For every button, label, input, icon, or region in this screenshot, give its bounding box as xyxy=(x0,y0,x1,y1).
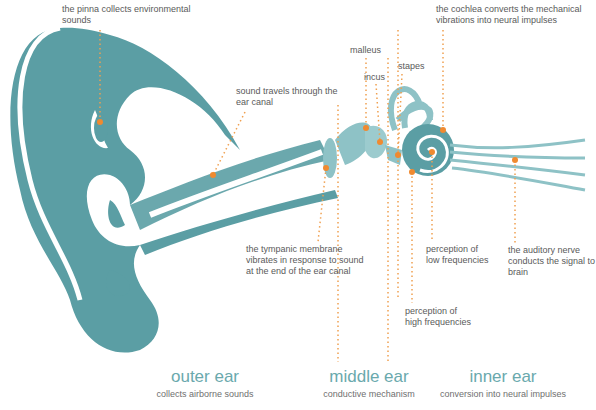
section-title: middle ear xyxy=(299,367,439,387)
ear-canal xyxy=(130,140,330,230)
incus-bone xyxy=(365,126,387,158)
section-subtitle: collects airborne sounds xyxy=(125,389,285,400)
callout-text: perception of low frequencies xyxy=(426,244,490,266)
leader-lines xyxy=(100,30,515,303)
part-name: malleus xyxy=(350,45,400,56)
callout-text: the tympanic membrane vibrates in respon… xyxy=(246,244,364,277)
tympanic-membrane xyxy=(323,138,337,178)
callout-text: perception of high frequencies xyxy=(405,306,475,328)
pinna-rim xyxy=(20,28,80,300)
callout-text: the auditory nerve conducts the signal t… xyxy=(508,245,596,278)
part-name: stapes xyxy=(398,61,438,72)
auditory-nerve xyxy=(450,140,585,190)
semicircular-canals xyxy=(391,89,431,130)
cochlea-shape xyxy=(402,124,454,176)
section-title: inner ear xyxy=(433,367,573,387)
section-subtitle: conversion into neural impulses xyxy=(418,389,588,400)
concha xyxy=(94,114,108,142)
tragus xyxy=(108,200,125,228)
callout-text: the cochlea converts the mechanical vibr… xyxy=(436,4,596,26)
part-name: incus xyxy=(364,72,404,83)
lobe xyxy=(106,270,130,296)
callout-dots xyxy=(97,119,518,178)
callout-text: the pinna collects environmental sounds xyxy=(62,4,202,26)
section-title: outer ear xyxy=(135,367,275,387)
callout-text: sound travels through the ear canal xyxy=(236,86,346,108)
section-subtitle: conductive mechanism xyxy=(289,389,449,400)
